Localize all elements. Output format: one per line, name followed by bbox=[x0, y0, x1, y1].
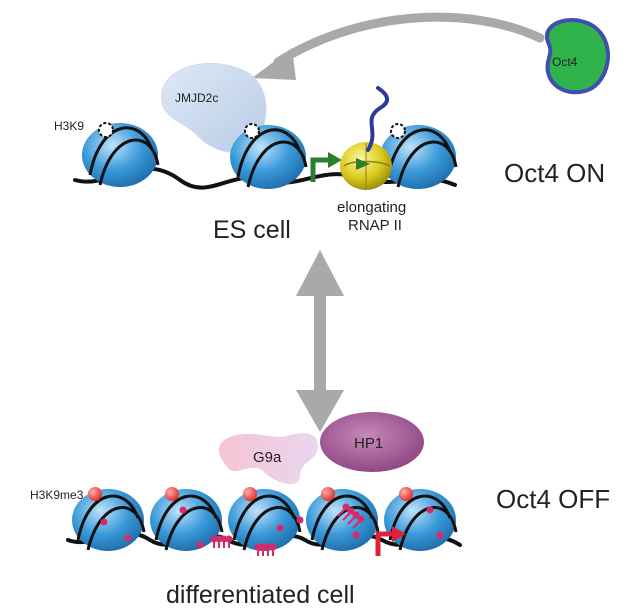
tss-arrow-green-icon bbox=[310, 157, 330, 182]
h3k9me3-mark-4 bbox=[321, 487, 335, 501]
rna-transcript bbox=[366, 86, 390, 152]
oct4-to-jmjd2c-arrowhead bbox=[252, 48, 296, 80]
h3k9me3-mark-1 bbox=[88, 487, 102, 501]
h3k9me3-mark-2 bbox=[165, 487, 179, 501]
g9a-protein: G9a bbox=[218, 433, 318, 485]
tss-arrowhead-red bbox=[392, 526, 406, 542]
transition-arrowhead-down bbox=[296, 390, 344, 432]
transition-arrowhead-up bbox=[296, 250, 344, 296]
nucleosome-bottom-4 bbox=[306, 489, 380, 551]
g9a-label: G9a bbox=[253, 449, 282, 466]
jmjd2c-label: JMJD2c bbox=[175, 91, 218, 105]
nucleosome-bottom-3 bbox=[228, 489, 302, 551]
methylation-cluster-2 bbox=[254, 543, 277, 556]
hp1-protein: HP1 bbox=[320, 412, 424, 472]
oct4-on-label: Oct4 ON bbox=[504, 158, 605, 188]
methylation-cluster-3 bbox=[337, 503, 365, 529]
oct4-label: Oct4 bbox=[552, 55, 578, 69]
jmjd2c-protein: JMJD2c bbox=[161, 62, 267, 153]
differentiated-cell-label: differentiated cell bbox=[166, 581, 355, 609]
h3k9me3-mark-5 bbox=[399, 487, 413, 501]
tss-arrow-red-icon bbox=[375, 531, 394, 556]
h3k9me3-label: H3K9me3 bbox=[30, 488, 84, 502]
elongating-label: elongating bbox=[337, 199, 406, 216]
nucleosome-top-2 bbox=[230, 125, 308, 189]
hp1-label: HP1 bbox=[354, 435, 383, 452]
nucleosome-top-1 bbox=[82, 123, 160, 187]
nucleosome-bottom-5 bbox=[384, 489, 458, 551]
h3k9-site-3 bbox=[390, 123, 406, 139]
h3k9me3-mark-3 bbox=[243, 487, 257, 501]
rnap-label: RNAP II bbox=[348, 217, 402, 234]
h3k9-label: H3K9 bbox=[54, 119, 84, 133]
nucleosome-bottom-2 bbox=[150, 489, 224, 551]
methylation-cluster-1 bbox=[210, 535, 233, 548]
es-cell-label: ES cell bbox=[213, 216, 291, 244]
rnap-direction-arrowhead bbox=[356, 158, 370, 170]
oct4-protein: Oct4 bbox=[544, 18, 611, 95]
rnap-ii bbox=[340, 142, 392, 190]
oct4-to-jmjd2c-arrow bbox=[273, 12, 545, 67]
h3k9-site-1 bbox=[98, 122, 114, 138]
oct4-off-label: Oct4 OFF bbox=[496, 484, 610, 514]
tss-arrowhead-green bbox=[328, 152, 342, 168]
nucleosome-top-3 bbox=[380, 125, 458, 189]
dna-methylation-dots bbox=[100, 506, 444, 549]
h3k9-site-2 bbox=[244, 123, 260, 139]
